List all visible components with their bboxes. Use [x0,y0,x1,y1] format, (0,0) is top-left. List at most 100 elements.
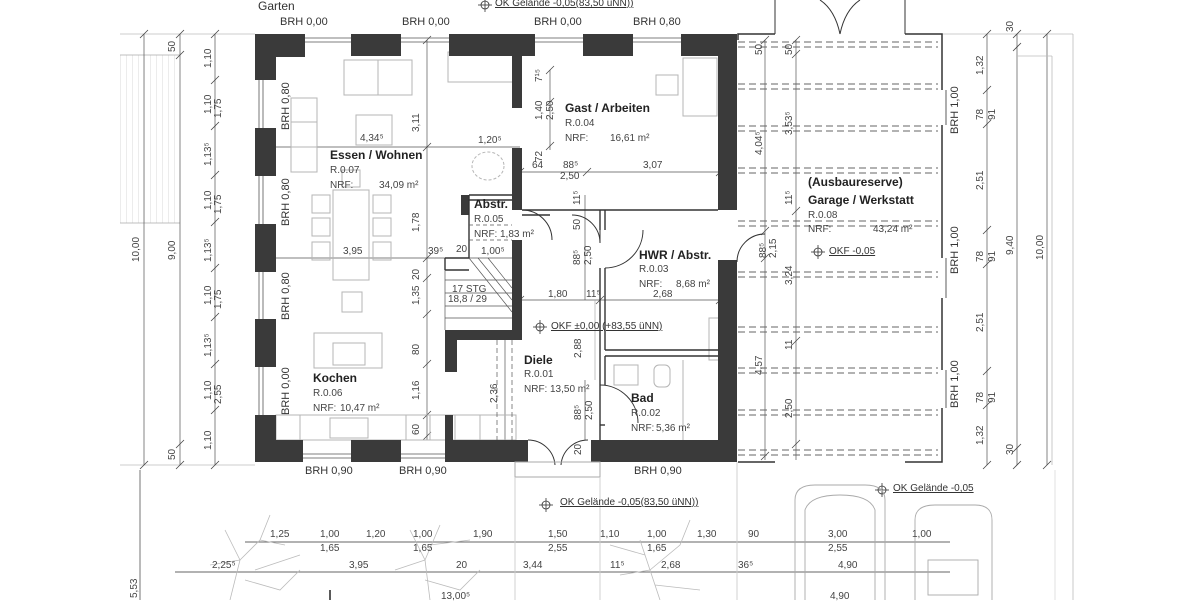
dimension-lines-interior [276,35,801,461]
dim-interior: 2,50 [560,171,580,182]
dim-interior: 3,11 [411,113,422,132]
toilet [653,364,671,388]
room-number: R.0.06 [313,388,343,399]
brh-right-3: BRH 1,00 [949,360,961,408]
dim-bottom: 1,65 [413,543,433,554]
stairs-ratio: 18,8 / 29 [448,294,487,305]
room-area: 43,24 m² [873,224,913,235]
dim-left-9-00: 9,00 [167,240,178,260]
desk-chair [655,74,679,96]
nrf-label: NRF: [474,229,498,240]
washbasin [613,364,639,386]
dim-left-chain: 1,75 [213,194,224,214]
dim-left-chain: 1,75 [213,98,224,118]
cars [794,484,993,600]
dim-bottom-left: 5,53 [129,578,140,598]
stairs-steps: 17 STG [452,284,487,295]
dim-left-50-top: 50 [167,40,178,52]
dim-left-10-00: 10,00 [131,236,142,262]
dim-interior: 11⁵ [586,289,601,300]
dim-interior: 20 [573,443,584,455]
garage-walls [737,33,947,463]
dim-bottom: 1,50 [548,529,568,540]
brh-top-4: BRH 0,80 [633,16,681,28]
room-number: R.0.07 [330,165,360,176]
dim-bottom: 3,95 [349,560,369,571]
dim-bottom: 1,25 [270,529,290,540]
nrf-label: NRF: [330,180,354,191]
dim-interior: 2,68 [653,289,673,300]
dim-right-chain: 78 [975,250,986,262]
sink [329,417,369,439]
dim-interior: 4,34⁵ [360,133,384,144]
dim-right-chain: 1,32 [975,55,986,75]
dim-interior: 20 [456,244,468,255]
staircase [444,224,513,440]
brh-top-2: BRH 0,00 [402,16,450,28]
dim-left-chain: 1,10 [203,430,214,450]
dim-bottom: 1,20 [366,529,386,540]
dim-bottom: 2,25⁵ [212,560,236,571]
room-number: R.0.02 [631,408,661,419]
room-area: 34,09 m² [379,180,419,191]
dimension-lines-right [940,29,1074,600]
dim-interior: 88⁵ [563,160,579,171]
dim-left-chain: 1,10 [203,48,214,68]
dim-interior: 3,07 [643,160,663,171]
dim-interior: 1,35 [411,285,422,305]
dim-left-chain: 2,55 [213,384,224,404]
dim-right-chain: 78 [975,391,986,403]
dim-interior: 11⁵ [572,190,583,205]
windows [258,37,681,459]
nrf-label: NRF: [639,279,663,290]
dim-garage: 3,53⁵ [784,111,795,135]
room-name: Kochen [313,371,358,385]
dim-left-chain: 1,13⁵ [203,142,214,166]
dim-bottom: 1,00 [413,529,433,540]
brh-right-2: BRH 1,00 [949,226,961,274]
desk [682,57,718,117]
garden-label: Garten [258,0,295,13]
dim-right-chain: 1,32 [975,425,986,445]
dim-interior: 3,95 [343,246,363,257]
dim-bottom: 11⁵ [610,560,625,571]
dim-garage: 2,50 [784,398,795,418]
dim-right-chain: 91 [987,250,998,262]
dim-right-chain: 78 [975,108,986,120]
brh-left-1: BRH 0,80 [280,82,292,130]
doors [514,209,766,478]
dim-interior: 1,40 [534,100,545,120]
room-area: 10,47 m² [340,403,380,414]
dim-interior: 20 [411,268,422,280]
dim-interior: 1,80 [548,289,568,300]
dim-interior: 60 [411,423,422,435]
room-name: Bad [631,391,654,405]
level-markers [478,0,889,512]
garage-beams [738,41,938,456]
room-area: 13,50 m² [550,384,590,395]
room-name-prefix: (Ausbaureserve) [808,175,903,189]
brh-right-1: BRH 1,00 [949,86,961,134]
dim-bottom: 2,55 [548,543,568,554]
armchair [290,97,318,173]
room-number: R.0.04 [565,118,595,129]
room-number: R.0.01 [524,369,554,380]
garage-door-swing [774,0,906,35]
dim-right-chain: 91 [987,391,998,403]
level-bottom: OK Gelände -0,05(83,50 üNN)) [560,497,699,508]
dim-interior: 2,36 [489,383,500,403]
dim-right-chain: 2,51 [975,312,986,332]
dim-bottom: 1,10 [600,529,620,540]
exterior-walls [255,34,737,462]
dim-bottom: 36⁵ [738,560,754,571]
dim-garage: 2,15 [768,238,779,258]
room-name: Garage / Werkstatt [808,193,914,207]
chimney [471,151,505,181]
terrace [120,54,180,224]
level-top: OK Gelände -0,05(83,50 üNN)) [495,0,634,9]
dim-interior: 2,50 [584,400,595,420]
dim-garage: 11 [784,339,795,350]
dim-right-chain: 2,51 [975,170,986,190]
dim-right-chain: 91 [987,108,998,120]
brh-top-1: BRH 0,00 [280,16,328,28]
